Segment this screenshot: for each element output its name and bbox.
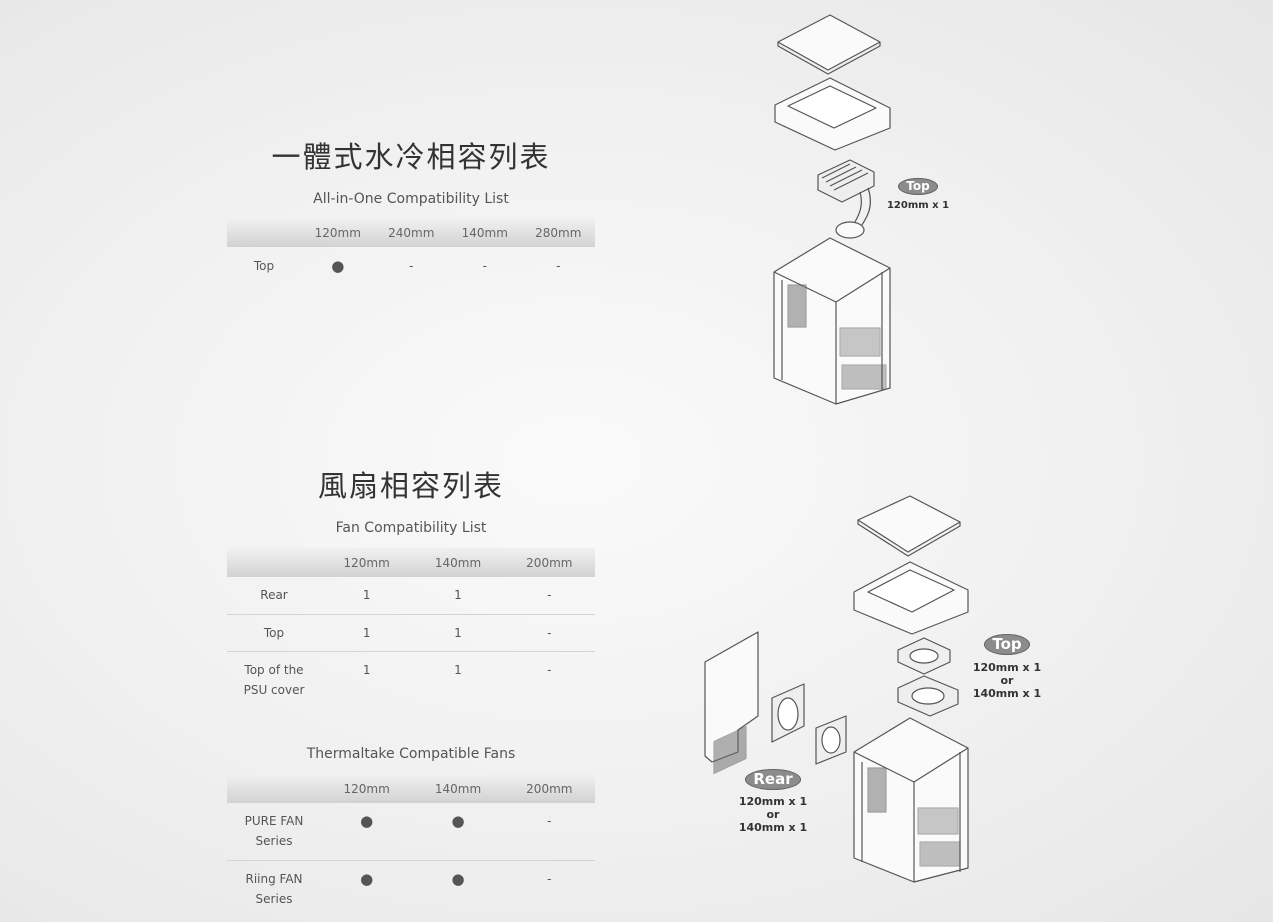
top-mount-badge: Top xyxy=(898,178,938,195)
tt-fans-table: 120mm 140mm 200mm PURE FAN Series ● ● - … xyxy=(227,774,595,917)
spec-line: or xyxy=(766,808,780,821)
compat-dot: ● xyxy=(321,859,413,917)
row-label: Rear xyxy=(260,588,288,602)
table-cell: - xyxy=(547,588,552,602)
rear-fan-spec: 120mm x 1 or 140mm x 1 xyxy=(736,795,810,834)
table-header-cell: 120mm xyxy=(321,548,413,577)
table-cell: 1 xyxy=(362,588,371,602)
top-fan-spec: 120mm x 1 or 140mm x 1 xyxy=(970,661,1044,700)
fan-title-cn: 風扇相容列表 xyxy=(317,469,504,503)
fan-title-en: Fan Compatibility List xyxy=(335,520,487,536)
tt-fans-title: Thermaltake Compatible Fans xyxy=(306,746,516,762)
table-row: Rear 1 1 - xyxy=(227,577,595,614)
spec-line: or xyxy=(1000,674,1014,687)
table-cell: - xyxy=(409,259,414,273)
compat-dot: ● xyxy=(331,257,345,275)
row-label: Top of the PSU cover xyxy=(227,650,321,707)
table-cell: - xyxy=(556,259,561,273)
table-header-row: 120mm 140mm 200mm xyxy=(227,774,595,803)
table-cell: 1 xyxy=(321,650,413,707)
spec-line: 140mm x 1 xyxy=(738,821,808,834)
table-header-cell: 140mm xyxy=(412,548,504,577)
row-label-line: Top of the xyxy=(244,662,304,677)
aio-compat-table: 120mm 240mm 140mm 280mm Top ● - - - xyxy=(227,218,595,277)
row-label: Riing FAN Series xyxy=(227,859,321,917)
row-label-line: Series xyxy=(255,834,293,848)
top-mount-spec: 120mm x 1 xyxy=(886,200,950,211)
table-cell: - xyxy=(503,613,595,651)
spec-line: 120mm x 1 xyxy=(738,795,808,808)
compat-dot: ● xyxy=(412,859,504,917)
spec-line: 140mm x 1 xyxy=(972,687,1042,700)
table-header-cell: 280mm xyxy=(521,218,595,247)
compat-dot: ● xyxy=(451,812,465,830)
aio-title-en: All-in-One Compatibility List xyxy=(313,191,509,207)
fan-compat-table: 120mm 140mm 200mm Rear 1 1 - Top 1 1 - T… xyxy=(227,548,595,707)
table-header-cell xyxy=(227,218,301,247)
table-cell: 1 xyxy=(454,588,462,602)
row-label-line: PSU cover xyxy=(243,682,305,697)
table-header-cell: 140mm xyxy=(448,218,522,247)
table-cell: - xyxy=(547,814,552,828)
table-row: Riing FAN Series ● ● - xyxy=(227,859,595,917)
table-header-row: 120mm 140mm 200mm xyxy=(227,548,595,577)
row-label-line: Riing FAN xyxy=(245,871,303,886)
table-header-cell: 140mm xyxy=(412,774,504,803)
table-header-cell xyxy=(227,774,321,803)
rear-fan-badge: Rear xyxy=(745,769,801,790)
row-label: Top xyxy=(227,613,321,651)
spec-line: 120mm x 1 xyxy=(972,661,1042,674)
fan-exploded-case-diagram xyxy=(704,495,969,883)
row-label: PURE FAN Series xyxy=(227,803,321,860)
table-header-cell xyxy=(227,548,321,577)
table-row: Top of the PSU cover 1 1 - xyxy=(227,650,595,707)
compat-dot: ● xyxy=(360,812,374,830)
table-header-cell: 200mm xyxy=(503,774,595,803)
row-label-line: Series xyxy=(255,891,293,906)
table-row: Top 1 1 - xyxy=(227,613,595,651)
table-header-row: 120mm 240mm 140mm 280mm xyxy=(227,218,595,247)
top-panel-shape xyxy=(777,14,881,71)
table-row: PURE FAN Series ● ● - xyxy=(227,803,595,860)
row-label: Top xyxy=(253,259,275,273)
table-header-cell: 120mm xyxy=(301,218,375,247)
table-cell: - xyxy=(503,859,595,917)
table-cell: - xyxy=(503,650,595,707)
table-cell: 1 xyxy=(321,613,413,651)
table-header-cell: 200mm xyxy=(503,548,595,577)
top-fan-badge: Top xyxy=(984,634,1030,655)
table-cell: - xyxy=(482,259,487,273)
table-cell: 1 xyxy=(412,650,504,707)
row-label-line: PURE FAN xyxy=(244,814,304,828)
aio-exploded-case-diagram xyxy=(773,14,891,405)
table-row: Top ● - - - xyxy=(227,247,595,277)
table-header-cell: 240mm xyxy=(374,218,448,247)
table-cell: 1 xyxy=(412,613,504,651)
aio-title-cn: 一體式水冷相容列表 xyxy=(271,140,551,174)
table-header-cell: 120mm xyxy=(321,774,413,803)
